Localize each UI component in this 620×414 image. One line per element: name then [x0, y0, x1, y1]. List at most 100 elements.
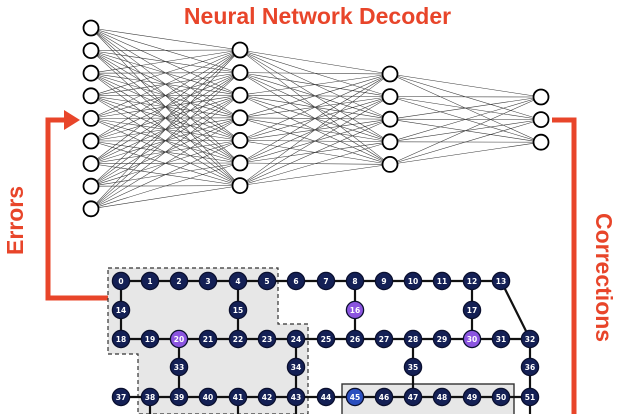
qubit-circle — [462, 329, 482, 349]
qubit-circle — [286, 357, 306, 377]
network-edge — [90, 94, 241, 210]
qubit-node-42: 42 — [257, 387, 277, 407]
qubit-node-32: 32 — [520, 329, 540, 349]
qubit-circle — [169, 329, 189, 349]
network-edge — [389, 96, 542, 143]
qubit-node-16: 16 — [345, 300, 365, 320]
qubit-label: 36 — [525, 363, 535, 372]
qubit-label: 16 — [350, 306, 360, 315]
qubit-node-18: 18 — [111, 329, 131, 349]
qubit-node-25: 25 — [316, 329, 336, 349]
qubit-circle — [432, 271, 452, 291]
qubit-node-41: 41 — [228, 387, 248, 407]
qubit-circle — [403, 357, 423, 377]
qubit-circle — [111, 387, 131, 407]
network-edge — [90, 27, 241, 51]
qubit-circle — [316, 329, 336, 349]
qubit-circle — [140, 387, 160, 407]
qubit-label: 9 — [381, 277, 386, 286]
qubit-node-37: 37 — [111, 387, 131, 407]
layer-2-neuron — [231, 41, 249, 59]
errors-arrow-line — [45, 117, 110, 301]
network-nodes — [82, 19, 550, 218]
qubit-node-33: 33 — [169, 357, 189, 377]
network-edge — [90, 49, 241, 74]
qubit-label: 1 — [147, 277, 152, 286]
network-edge — [239, 141, 391, 186]
qubit-label: 46 — [379, 393, 389, 402]
qubit-node-21: 21 — [198, 329, 218, 349]
qubit-label: 45 — [350, 393, 360, 402]
qubit-node-6: 6 — [286, 271, 306, 291]
qubit-label: 11 — [437, 277, 447, 286]
lattice-region-right — [341, 383, 515, 414]
network-edge — [90, 162, 241, 210]
qubit-circle — [374, 387, 394, 407]
qubit-label: 24 — [291, 335, 301, 344]
qubit-node-26: 26 — [345, 329, 365, 349]
network-edge — [239, 73, 391, 141]
layer-1-neuron — [82, 110, 100, 127]
qubit-node-35: 35 — [403, 357, 423, 377]
qubit-node-48: 48 — [432, 387, 452, 407]
qubit-circle — [432, 387, 452, 407]
qubit-label: 49 — [467, 393, 477, 402]
network-edge — [90, 49, 241, 209]
qubit-node-30: 30 — [462, 329, 482, 349]
diagram-title: Neural Network Decoder — [183, 3, 452, 29]
qubit-label: 28 — [408, 335, 418, 344]
errors-arrowhead-icon — [64, 110, 80, 130]
qubit-circle — [257, 271, 277, 291]
qubit-node-31: 31 — [491, 329, 511, 349]
qubit-node-44: 44 — [316, 387, 336, 407]
qubit-circle — [286, 387, 306, 407]
qubit-circle — [111, 271, 131, 291]
qubit-node-45: 45 — [345, 387, 365, 407]
layer-3-neuron — [381, 110, 399, 128]
qubit-circle — [198, 271, 218, 291]
layer-3-neuron — [381, 155, 399, 173]
network-edge — [239, 73, 391, 186]
qubit-circle — [432, 329, 452, 349]
qubit-label: 33 — [174, 363, 184, 372]
qubit-circle — [520, 387, 540, 407]
qubit-circle — [403, 329, 423, 349]
qubit-label: 23 — [262, 335, 272, 344]
qubit-circle — [286, 329, 306, 349]
network-edge — [90, 72, 241, 210]
qubit-label: 5 — [264, 277, 269, 286]
qubit-node-23: 23 — [257, 329, 277, 349]
qubit-label: 31 — [496, 335, 506, 344]
layer-1-neuron — [82, 132, 100, 150]
qubit-label: 3 — [205, 277, 210, 286]
network-edge — [239, 73, 391, 96]
network-edge — [239, 96, 391, 186]
network-edge — [90, 49, 241, 51]
network-edge — [90, 49, 241, 119]
lattice-coupler — [500, 280, 531, 340]
network-edge — [239, 73, 391, 164]
qubit-label: 47 — [408, 393, 418, 402]
qubit-node-20: 20 — [169, 329, 189, 349]
layer-3-neuron — [381, 88, 399, 105]
qubit-label: 0 — [118, 277, 123, 286]
network-edge — [239, 164, 391, 186]
qubit-label: 38 — [145, 393, 155, 402]
network-edge — [239, 72, 391, 75]
layer-1-neuron — [82, 64, 100, 82]
network-edge — [90, 49, 241, 142]
layer-2-neuron — [231, 154, 249, 172]
qubit-label: 4 — [235, 277, 240, 286]
network-edge — [90, 140, 241, 210]
qubit-label: 21 — [203, 335, 213, 344]
network-edge — [389, 119, 542, 165]
qubit-node-51: 51 — [520, 387, 540, 407]
qubit-label: 12 — [467, 277, 477, 286]
qubit-node-19: 19 — [140, 329, 160, 349]
network-edges — [90, 27, 542, 210]
qubit-circle — [520, 329, 540, 349]
qubit-label: 18 — [116, 335, 126, 344]
network-edge — [239, 73, 391, 119]
qubit-node-40: 40 — [198, 387, 218, 407]
